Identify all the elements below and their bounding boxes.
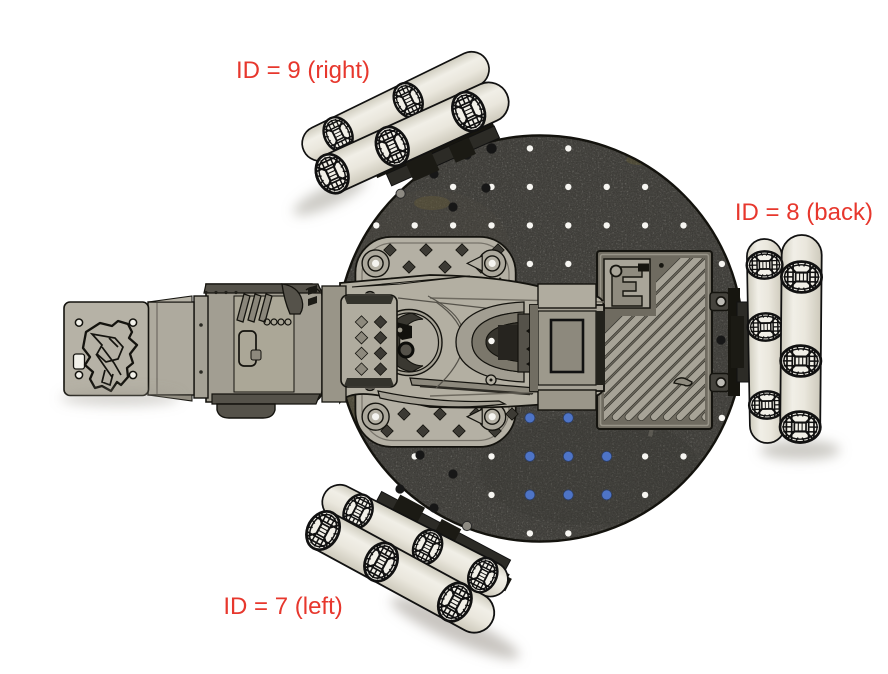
svg-text:ID = 9 (right): ID = 9 (right)	[236, 57, 370, 84]
svg-text:ID = 7 (left): ID = 7 (left)	[223, 593, 342, 620]
svg-text:ID = 8 (back): ID = 8 (back)	[735, 199, 873, 226]
